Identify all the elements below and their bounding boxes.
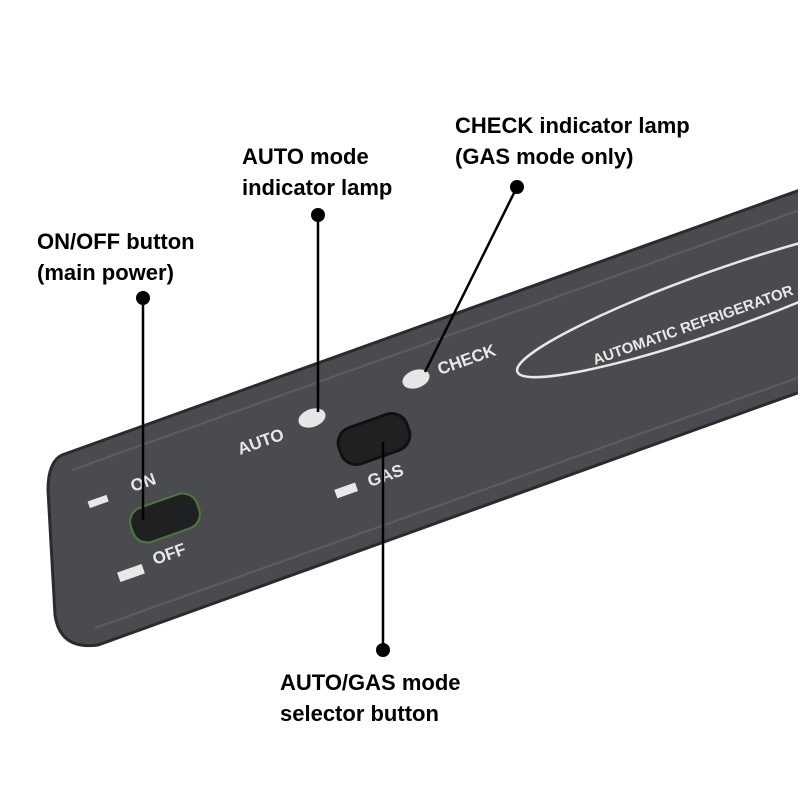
auto-lamp-callout-label: AUTO mode indicator lamp	[242, 141, 392, 203]
brand-ellipse	[515, 221, 798, 379]
onoff-callout-label: ON/OFF button (main power)	[37, 226, 195, 288]
callout-line: ON/OFF button	[37, 229, 195, 254]
auto-indicator-lamp	[298, 408, 326, 428]
callout-line: (main power)	[37, 260, 174, 285]
callout-line: AUTO mode	[242, 144, 369, 169]
selector-callout-dot	[376, 643, 390, 657]
auto-gas-selector-button[interactable]	[334, 409, 415, 469]
callout-line: CHECK indicator lamp	[455, 113, 690, 138]
control-panel-body	[46, 189, 798, 648]
auto-lamp-callout-dot	[311, 208, 325, 222]
on-off-button[interactable]	[126, 489, 204, 546]
callout-line: indicator lamp	[242, 175, 393, 200]
callout-line: selector button	[280, 701, 439, 726]
off-indicator-mark	[117, 563, 145, 583]
on-indicator-mark	[87, 494, 109, 509]
onoff-callout-dot	[136, 291, 150, 305]
callout-line: (GAS mode only)	[455, 144, 634, 169]
check-indicator-lamp	[402, 369, 430, 389]
check-lamp-callout-label: CHECK indicator lamp (GAS mode only)	[455, 110, 690, 172]
control-panel-inner-edge	[71, 209, 798, 629]
check-lamp-callout-dot	[510, 180, 524, 194]
gas-indicator-mark	[334, 482, 359, 499]
selector-callout-label: AUTO/GAS mode selector button	[280, 667, 461, 729]
callout-line: AUTO/GAS mode	[280, 670, 461, 695]
callout-lines	[141, 186, 519, 650]
